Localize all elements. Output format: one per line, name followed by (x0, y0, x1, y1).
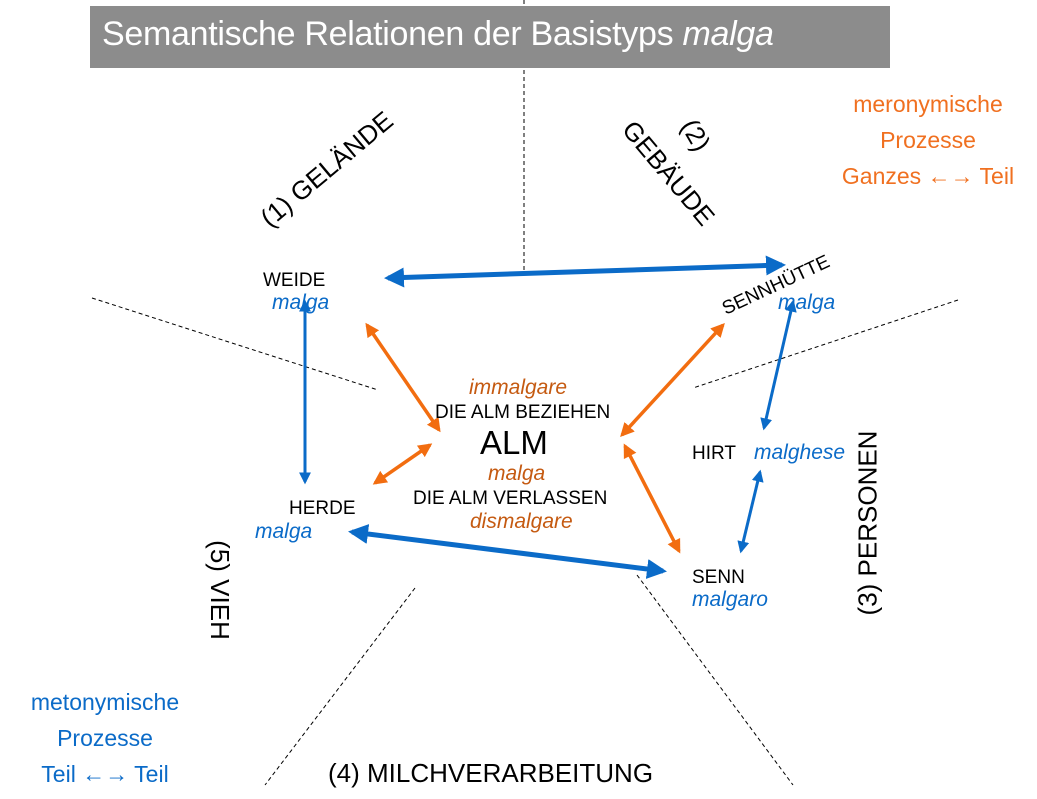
arrow-alm-sennhuette (620, 322, 725, 438)
legend-metonymic: metonymische Prozesse Teil ←→ Teil (0, 684, 210, 792)
center-verb-immalgare: immalgare (469, 376, 568, 399)
divider-line (91, 297, 379, 391)
node-herde-label: HERDE (289, 498, 356, 519)
arrow-alm-herde (372, 443, 433, 485)
center-label-alm: ALM (480, 424, 548, 461)
legend-meronymic-line2: Prozesse (880, 127, 976, 153)
center-verb-dismalgare: dismalgare (470, 510, 573, 533)
legend-meronymic-line3: Ganzes ←→ Teil (841, 163, 1015, 189)
center-gloss-beziehen: DIE ALM BEZIEHEN (435, 402, 611, 423)
arrow-hirt-senn (737, 469, 764, 554)
node-hirt-label: HIRT (692, 443, 736, 464)
legend-metonymic-line1: metonymische (30, 689, 180, 715)
page-title: Semantische Relationen der Basistyps mal… (102, 15, 774, 53)
divider-line (636, 574, 794, 786)
divider-line (692, 299, 959, 389)
category-milchverarbeitung: (4) MILCHVERARBEITUNG (328, 758, 654, 788)
legend-metonymic-line2: Prozesse (57, 725, 153, 751)
node-senn-term: malgaro (692, 588, 768, 611)
center-term-malga: malga (488, 462, 546, 485)
legend-metonymic-line3: Teil ←→ Teil (41, 761, 169, 787)
title-banner (90, 6, 890, 68)
divider-line (264, 587, 416, 786)
arrow-alm-senn (623, 443, 681, 554)
node-herde-term: malga (255, 520, 313, 543)
legend-meronymic: meronymische Prozesse Ganzes ←→ Teil (818, 86, 1037, 194)
node-weide-label: WEIDE (263, 270, 326, 291)
legend-meronymic-line1: meronymische (853, 91, 1003, 117)
arrow-weide-sennhuette (384, 255, 786, 288)
arrow-herde-senn (348, 524, 667, 579)
arrow-sennhuette-hirt (760, 299, 797, 431)
category-vieh: (5) VIEH (204, 540, 235, 640)
node-sennhuette-term: malga (778, 291, 836, 314)
node-weide-term: malga (272, 291, 330, 314)
arrow-alm-weide (365, 322, 441, 433)
node-hirt-term: malghese (754, 441, 846, 464)
node-senn-label: SENN (692, 567, 745, 588)
category-personen: (3) PERSONEN (852, 430, 883, 616)
center-gloss-verlassen: DIE ALM VERLASSEN (413, 488, 608, 509)
